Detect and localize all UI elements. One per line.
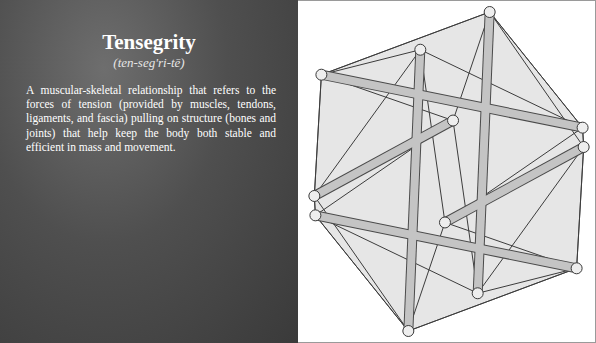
hull-outline <box>314 12 583 331</box>
tension-cable <box>321 50 420 75</box>
tension-cable <box>478 268 577 293</box>
joint-node <box>309 190 320 201</box>
tension-cable <box>321 12 489 75</box>
strut-outline <box>315 215 576 268</box>
joint-node <box>484 7 495 18</box>
joint-node <box>439 217 450 228</box>
definition-title: Tensegrity <box>0 30 298 54</box>
joint-node <box>316 69 327 80</box>
joint-node <box>403 326 414 337</box>
compression-strut <box>314 121 453 196</box>
picture-ground <box>298 0 596 343</box>
pronunciation: (ten-seg'ri-tē) <box>0 55 298 71</box>
compression-strut <box>321 75 582 128</box>
joint-node <box>415 44 426 55</box>
compression-strut <box>315 215 576 268</box>
tension-cable <box>408 268 576 331</box>
joint-node <box>578 142 589 153</box>
joint-node <box>310 210 321 221</box>
compression-strut <box>445 147 584 222</box>
joint-node <box>577 122 588 133</box>
definition-panel: Tensegrity(ten-seg'ri-tē) A muscular-skel… <box>0 0 298 343</box>
strut-outline <box>445 147 584 222</box>
compression-strut <box>408 50 420 331</box>
compression-strut <box>478 12 490 293</box>
strut-outline <box>314 121 453 196</box>
definition-body: A muscular-skeletal relationship that re… <box>26 83 276 154</box>
strut-outline <box>321 75 582 128</box>
tensegrity-model <box>309 7 589 337</box>
joint-node <box>571 263 582 274</box>
joint-node <box>472 288 483 299</box>
joint-node <box>448 115 459 126</box>
tension-cable <box>577 147 584 268</box>
tension-cable <box>314 75 321 196</box>
